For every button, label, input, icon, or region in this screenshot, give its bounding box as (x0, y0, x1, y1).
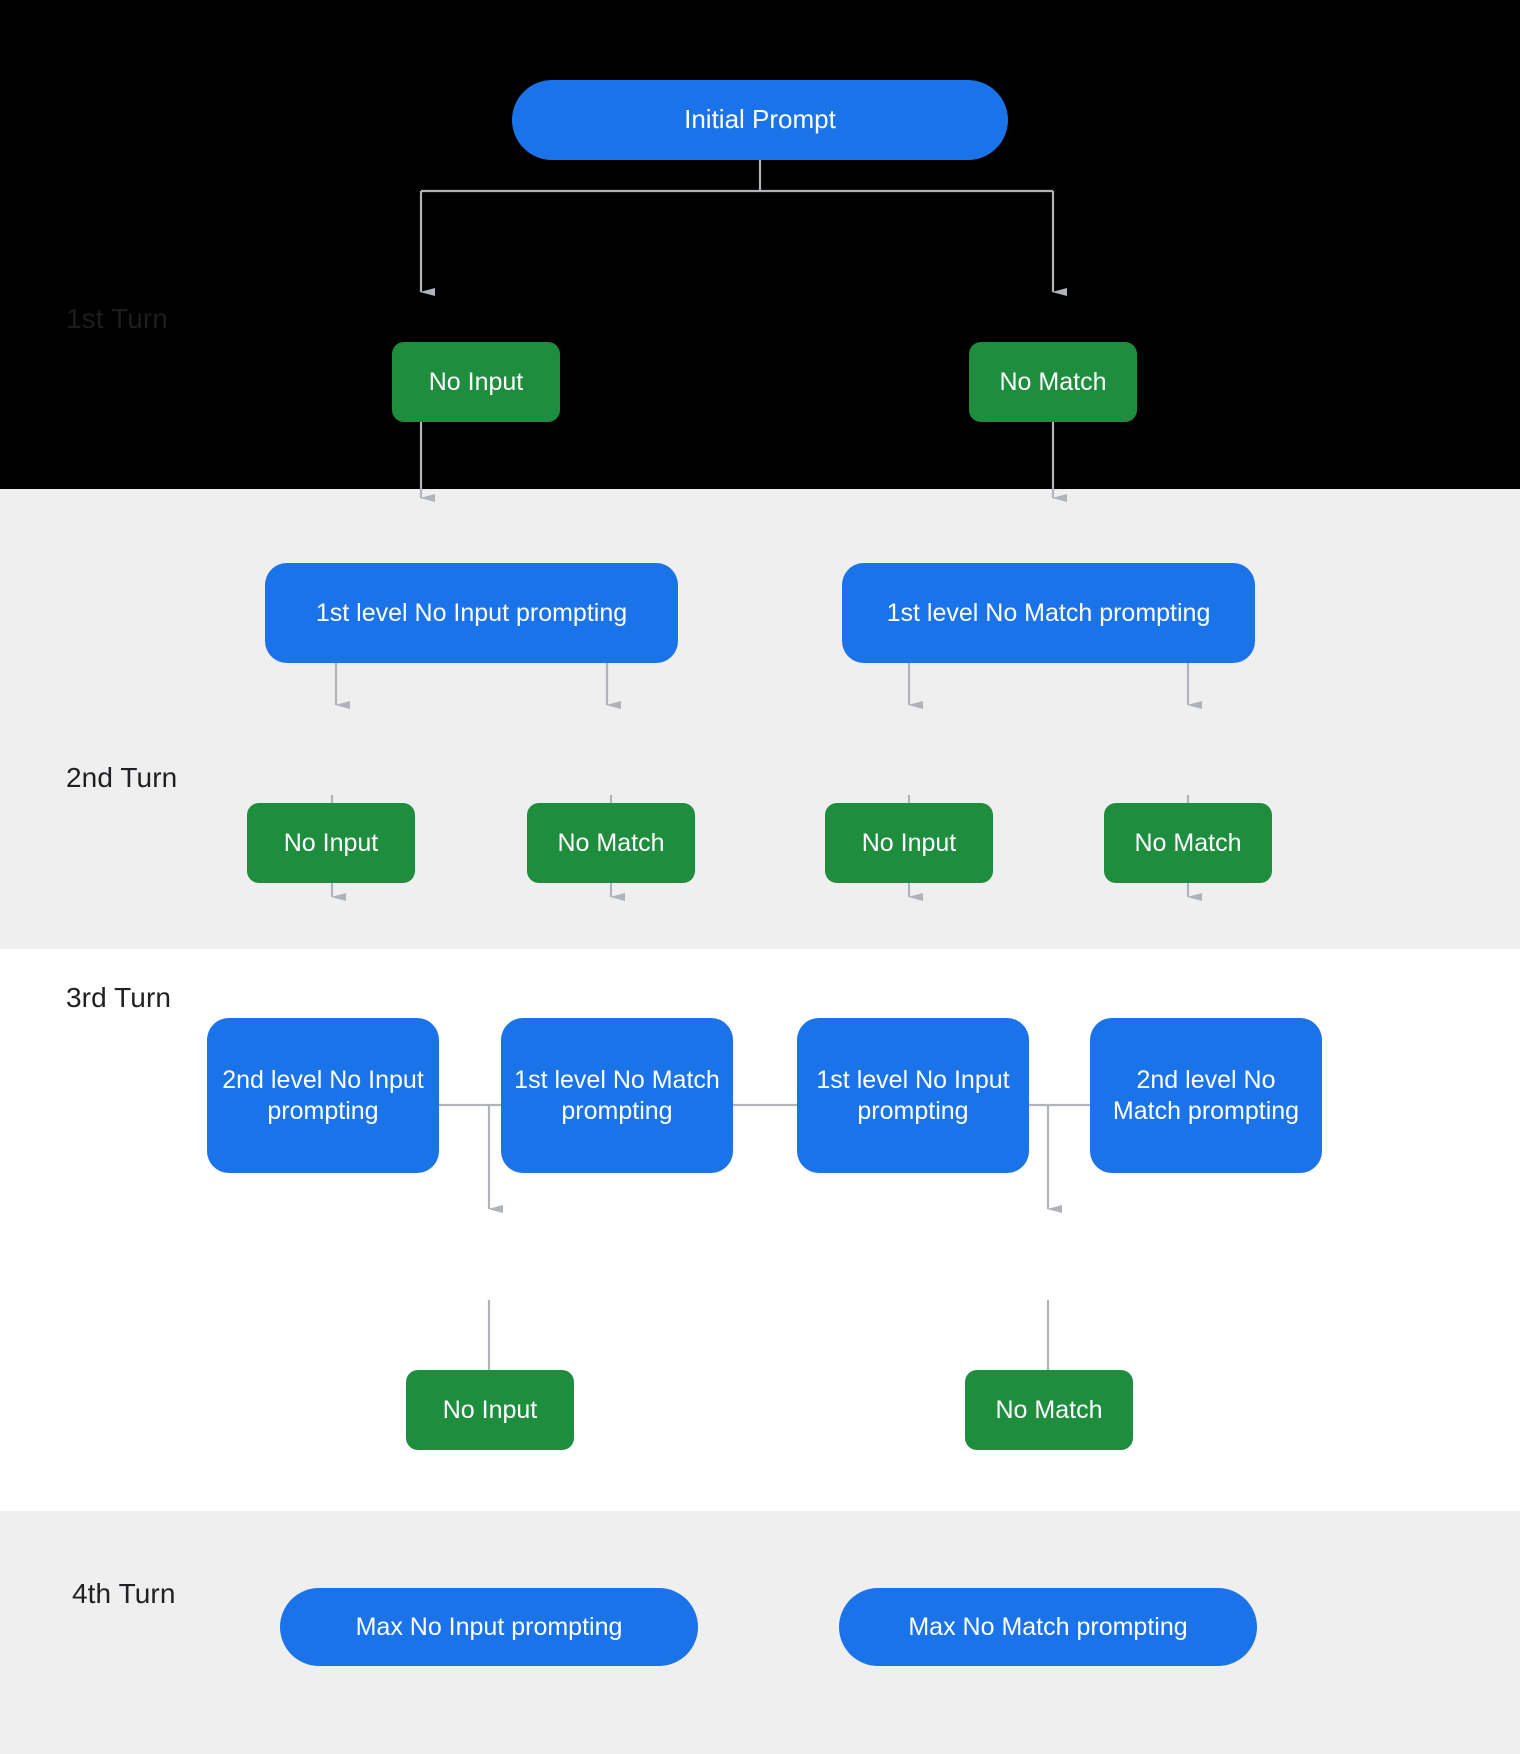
node-t1-no-input[interactable]: No Input (392, 342, 560, 422)
node-t4-max-no-match-prompting[interactable]: Max No Match prompting (839, 1588, 1257, 1666)
node-initial-prompt[interactable]: Initial Prompt (512, 80, 1008, 160)
node-t2-no-input-b-label: No Input (861, 828, 957, 857)
turn-band-4 (0, 1511, 1520, 1754)
node-t3-p4-label: 2nd level No Match prompting (1112, 1066, 1300, 1125)
node-initial-prompt-label: Initial Prompt (684, 104, 836, 135)
node-t2-left-label: 1st level No Input prompting (315, 598, 628, 627)
node-t3-second-level-no-input-prompting[interactable]: 2nd level No Input prompting (207, 1018, 439, 1173)
node-t2-no-match-a[interactable]: No Match (527, 803, 695, 883)
node-t3-p1-label: 2nd level No Input prompting (222, 1066, 424, 1125)
node-t4-max-no-input-prompting[interactable]: Max No Input prompting (280, 1588, 698, 1666)
node-t2-no-match-a-label: No Match (557, 828, 665, 857)
node-t3-first-level-no-input-prompting[interactable]: 1st level No Input prompting (797, 1018, 1029, 1173)
node-t3-no-input[interactable]: No Input (406, 1370, 574, 1450)
turn-band-2 (0, 489, 1520, 949)
node-t3-no-match-label: No Match (995, 1395, 1103, 1424)
node-t3-p3-label: 1st level No Input prompting (816, 1066, 1010, 1125)
node-t1-no-match-label: No Match (999, 367, 1107, 396)
node-t3-no-input-label: No Input (442, 1395, 538, 1424)
node-t2-no-match-b-label: No Match (1134, 828, 1242, 857)
node-t2-no-input-a-label: No Input (283, 828, 379, 857)
node-t2-right-label: 1st level No Match prompting (886, 598, 1211, 627)
node-t2-first-level-no-match-prompting[interactable]: 1st level No Match prompting (842, 563, 1255, 663)
turn-label-1: 1st Turn (66, 303, 168, 334)
node-t4-max-no-match-label: Max No Match prompting (908, 1612, 1188, 1641)
node-t3-p2-label: 1st level No Match prompting (514, 1066, 720, 1125)
node-t3-no-match[interactable]: No Match (965, 1370, 1133, 1450)
turn-label-3: 3rd Turn (66, 982, 172, 1013)
turn-label-4: 4th Turn (72, 1578, 176, 1609)
node-t3-first-level-no-match-prompting[interactable]: 1st level No Match prompting (501, 1018, 733, 1173)
node-t3-second-level-no-match-prompting[interactable]: 2nd level No Match prompting (1090, 1018, 1322, 1173)
node-t2-no-input-a[interactable]: No Input (247, 803, 415, 883)
node-t2-first-level-no-input-prompting[interactable]: 1st level No Input prompting (265, 563, 678, 663)
turn-band-1 (0, 0, 1520, 489)
node-t1-no-input-label: No Input (428, 367, 524, 396)
turn-label-2: 2nd Turn (66, 762, 178, 793)
node-t2-no-match-b[interactable]: No Match (1104, 803, 1272, 883)
node-t1-no-match[interactable]: No Match (969, 342, 1137, 422)
node-t2-no-input-b[interactable]: No Input (825, 803, 993, 883)
node-t4-max-no-input-label: Max No Input prompting (355, 1612, 623, 1641)
